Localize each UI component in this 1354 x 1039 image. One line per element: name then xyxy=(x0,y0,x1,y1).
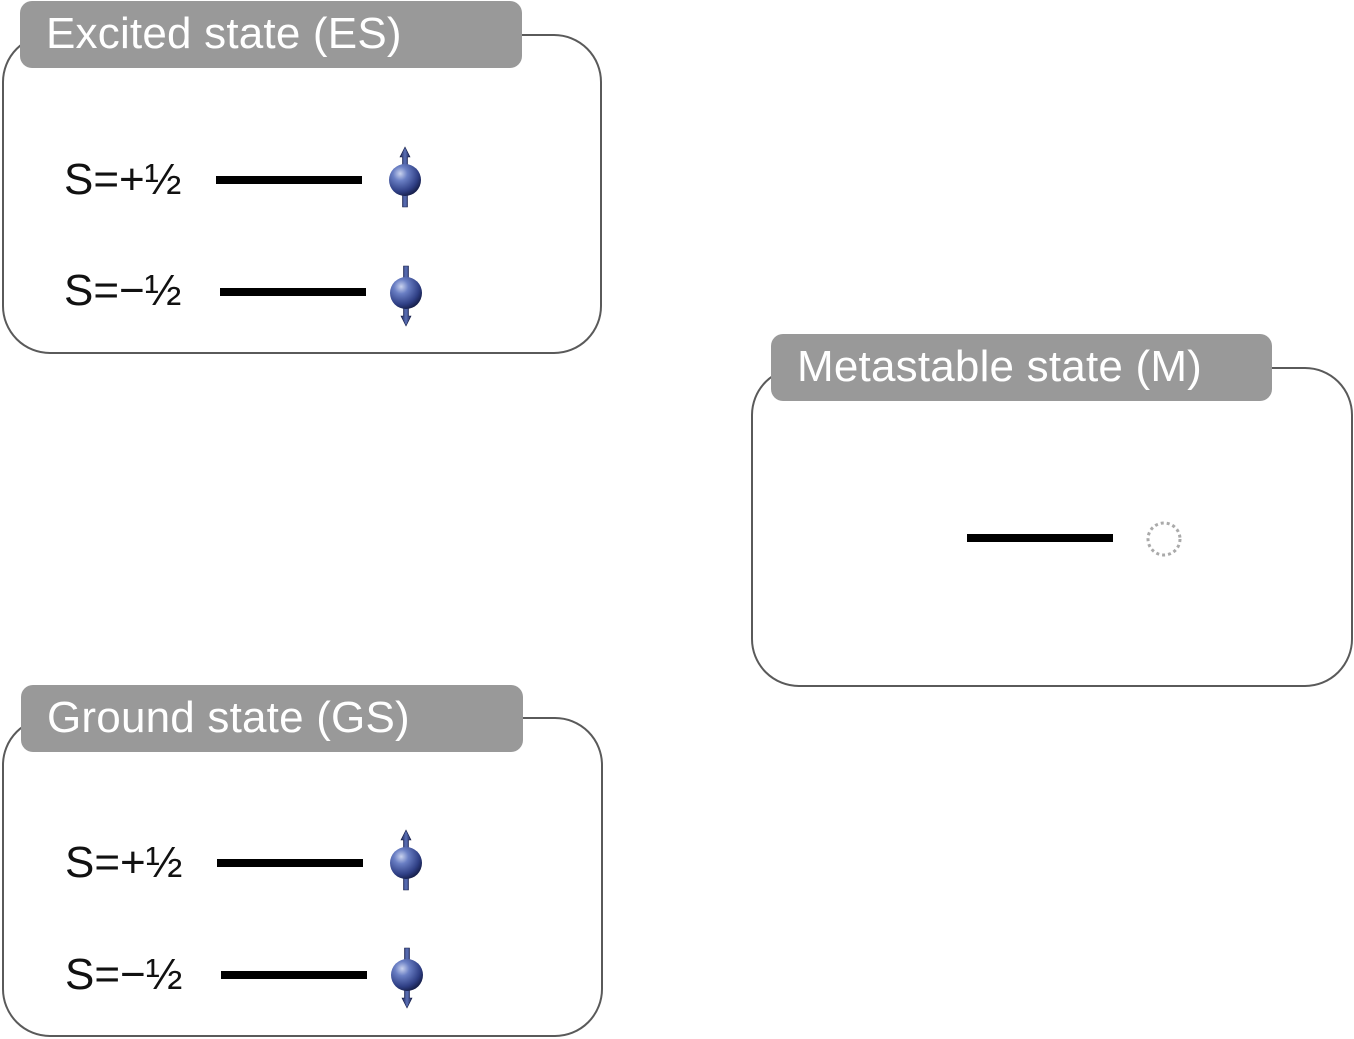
gs-level-label-down: S=−½ xyxy=(65,950,183,999)
gs-level-line-down xyxy=(221,971,367,979)
excited-state-title: Excited state (ES) xyxy=(20,1,522,68)
gs-level-label-up: S=+½ xyxy=(65,838,183,887)
spin-down-icon xyxy=(391,947,423,1009)
ground-state-panel xyxy=(2,717,603,1037)
empty-dotted-circle-icon xyxy=(1146,521,1182,557)
metastable-level-line xyxy=(967,534,1113,542)
gs-level-line-up xyxy=(217,859,363,867)
metastable-state-title: Metastable state (M) xyxy=(771,334,1272,401)
spin-up-icon xyxy=(389,146,421,208)
excited-state-panel xyxy=(2,34,602,354)
spin-down-icon xyxy=(390,265,422,327)
metastable-state-panel xyxy=(751,367,1353,687)
es-level-label-up: S=+½ xyxy=(64,155,182,204)
es-level-label-down: S=−½ xyxy=(64,266,182,315)
es-level-line-down xyxy=(220,288,366,296)
ground-state-title: Ground state (GS) xyxy=(21,685,523,752)
es-level-line-up xyxy=(216,176,362,184)
spin-up-icon xyxy=(390,829,422,891)
